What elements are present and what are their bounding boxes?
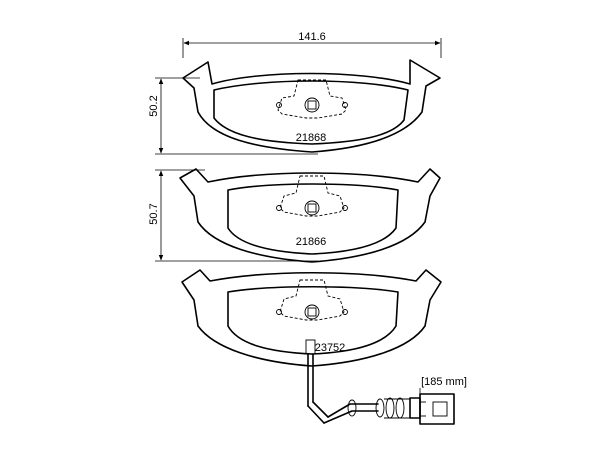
width-dimension: 141.6: [182, 31, 442, 58]
wire-length-label: [185 mm]: [421, 376, 467, 388]
sensor-connector: [409, 393, 455, 425]
part-number-top: 21868: [296, 132, 327, 144]
height-middle-dimension: 50.7: [148, 169, 318, 262]
top-pad-wear-clip: [276, 79, 348, 119]
brake-pad-top: 21868: [182, 59, 441, 153]
middle-pad-wear-clip: [276, 175, 348, 217]
height-middle-label: 50.7: [148, 203, 160, 224]
cable-grommets: [347, 397, 410, 419]
wire-length-dimension: [185 mm]: [419, 376, 467, 396]
brake-pad-bottom: 23752: [181, 269, 442, 367]
height-top-dimension: 50.2: [148, 77, 318, 155]
wear-sensor-cable: [305, 339, 455, 425]
height-top-label: 50.2: [148, 95, 160, 116]
brake-pad-middle: 21866: [179, 168, 441, 263]
bottom-pad-wear-clip: [276, 279, 348, 321]
part-number-middle: 21866: [296, 236, 327, 248]
part-number-bottom: 23752: [315, 342, 346, 354]
width-label: 141.6: [298, 31, 326, 43]
